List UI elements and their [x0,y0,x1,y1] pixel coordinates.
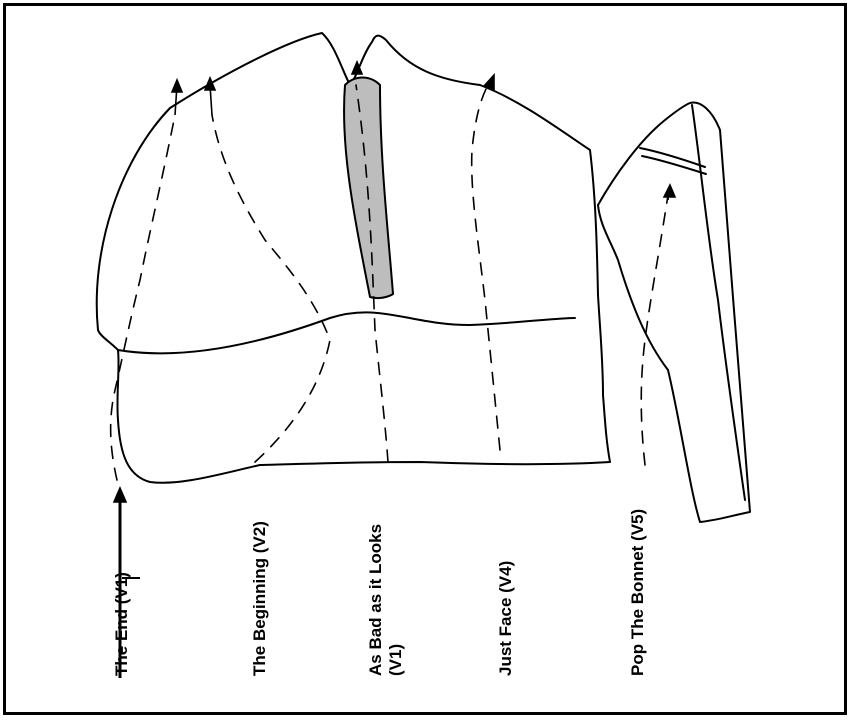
crack-outline [344,78,393,299]
side-boulder-ridge [692,105,745,500]
route-arrow-v2 [205,78,215,115]
route-label-the-beginning: The Beginning (V2) [250,521,270,676]
route-label-just-face: Just Face (V4) [496,561,516,676]
main-boulder-ledge [118,312,575,353]
route-line-v4 [472,85,500,450]
side-boulder-outline [598,102,750,522]
route-line-v2 [212,115,330,462]
route-arrow-v5 [664,185,675,200]
route-label-as-bad-as-it-looks: As Bad as it Looks (V1) [366,524,406,676]
route-arrow-v1 [172,80,182,115]
route-label-the-end: The End (V1) [112,572,132,676]
route-label-pop-the-bonnet: Pop The Bonnet (V5) [628,509,648,676]
route-line-v1 [111,115,175,480]
